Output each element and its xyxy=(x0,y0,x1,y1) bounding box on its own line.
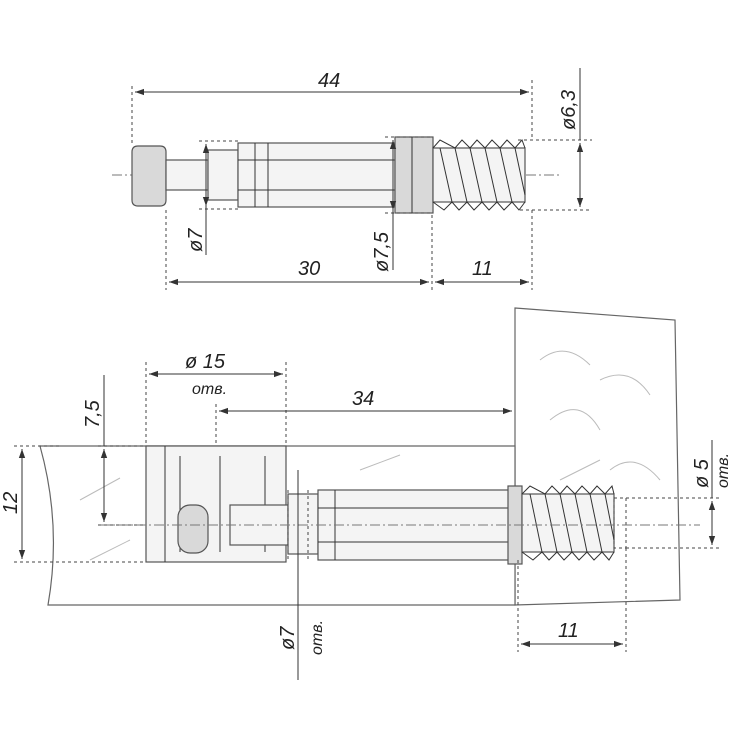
section-thread xyxy=(521,484,627,561)
bolt-thread xyxy=(432,139,526,211)
vertical-panel xyxy=(514,307,681,606)
connector-bolt-view: 44 ø7 ø7,5 ø6,3 30 11 xyxy=(112,68,592,290)
dim-hole-diameter: ø 15 xyxy=(185,351,226,373)
dim-screw-hole-diameter: ø 5 xyxy=(691,458,713,488)
dim-thread-diameter: ø6,3 xyxy=(558,90,580,130)
dim-shank-length: 30 xyxy=(298,258,320,280)
assembly-section-view: ø 15 отв. 34 7,5 12 ø7 отв. ø 5 отв. xyxy=(0,307,731,680)
dim-hole-depth: 7,5 xyxy=(82,399,104,428)
dim-body-diameter: ø7,5 xyxy=(371,231,393,272)
dim-screw-hole-note: отв. xyxy=(715,453,731,488)
bolt-body xyxy=(237,142,396,208)
dim-screw-length: 11 xyxy=(558,620,579,642)
section-bolt-body xyxy=(287,493,319,555)
bolt-collar xyxy=(394,136,434,214)
dim-overall-length: 44 xyxy=(318,70,340,92)
dim-hole-note: отв. xyxy=(192,381,227,398)
dim-head-diameter: ø7 xyxy=(185,228,207,252)
dim-thread-length: 11 xyxy=(472,258,493,280)
bolt-shank xyxy=(207,149,239,201)
bolt-head xyxy=(131,145,167,207)
bolt-neck xyxy=(165,159,209,191)
dim-edge-hole-diameter: ø7 xyxy=(277,626,299,650)
dim-panel-thickness: 12 xyxy=(0,492,22,514)
dim-drill-distance: 34 xyxy=(352,388,374,410)
dim-edge-hole-note: отв. xyxy=(309,620,326,655)
